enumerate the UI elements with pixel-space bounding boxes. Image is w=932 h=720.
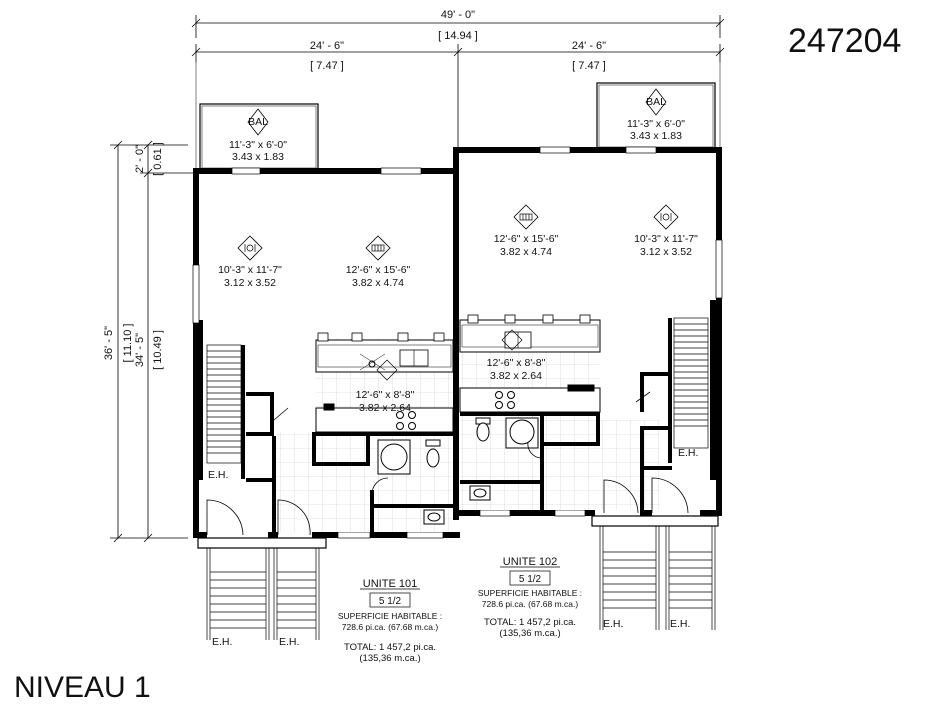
left-dimensions bbox=[110, 140, 195, 543]
unit-102-area-value: 728.6 pi.ca. (67.68 m.ca.) bbox=[482, 599, 579, 609]
unit-102-name: UNITE 102 bbox=[503, 556, 557, 568]
left-half-width-metric: [ 7.47 ] bbox=[310, 60, 344, 72]
balcony-tag-icon bbox=[247, 88, 667, 136]
left-bathroom-fixtures bbox=[377, 439, 445, 525]
main-depth-metric: [ 10.49 ] bbox=[152, 330, 164, 370]
right-dining-size-metric: 3.82 x 4.74 bbox=[500, 246, 552, 258]
unit-101-area-label: SUPERFICIE HABITABLE : bbox=[338, 611, 442, 621]
unit-102-type: 5 1/2 bbox=[519, 574, 542, 585]
unit-101-area-value: 728.6 pi.ca. (67.68 m.ca.) bbox=[342, 622, 439, 632]
interior-walls-left bbox=[199, 320, 458, 536]
water-heater-label: E.H. bbox=[678, 447, 698, 459]
left-kitchen-island bbox=[315, 339, 454, 373]
left-kitchen-size: 12'-6" x 8'-8" bbox=[356, 389, 415, 401]
room-icon-glyphs bbox=[244, 213, 672, 381]
right-balcony-size-metric: 3.43 x 1.83 bbox=[630, 130, 682, 142]
right-balcony-size: 11'-3" x 6'-0" bbox=[627, 118, 685, 130]
right-living-size-metric: 3.12 x 3.52 bbox=[640, 246, 692, 258]
left-balcony-tag: BAL bbox=[248, 116, 268, 128]
balcony-depth-metric: [ 0.61 ] bbox=[152, 142, 164, 176]
interior-walls-right bbox=[460, 300, 716, 515]
water-heater-label: E.H. bbox=[212, 636, 232, 648]
left-half-width-dim: 24' - 6" bbox=[310, 40, 344, 52]
right-bathroom-fixtures bbox=[469, 417, 539, 501]
level-title: NIVEAU 1 bbox=[14, 671, 151, 704]
right-kitchen-size-metric: 3.82 x 2.64 bbox=[490, 370, 542, 382]
main-depth-dim: 34' - 5" bbox=[134, 333, 146, 367]
overall-width-dim: 49' - 0" bbox=[441, 9, 475, 21]
overall-depth-metric: [ 11.10 ] bbox=[122, 324, 134, 363]
right-dining-size: 12'-6" x 15'-6" bbox=[494, 233, 559, 245]
water-heater-label: E.H. bbox=[208, 469, 228, 481]
overall-width-metric: [ 14.94 ] bbox=[438, 30, 478, 42]
left-balcony-size-metric: 3.43 x 1.83 bbox=[232, 151, 284, 163]
unit-101-total: TOTAL: 1 457,2 pi.ca. bbox=[344, 642, 436, 653]
left-interior-stair bbox=[206, 344, 242, 464]
right-interior-stair bbox=[673, 317, 709, 449]
right-half-width-dim: 24' - 6" bbox=[572, 40, 606, 52]
overall-depth-dim: 36' - 5" bbox=[103, 326, 115, 360]
left-kitchen-counter bbox=[315, 403, 454, 433]
left-living-size: 10'-3" x 11'-7" bbox=[218, 264, 282, 276]
left-dining-size: 12'-6" x 15'-6" bbox=[346, 264, 411, 276]
unit-102-area-label: SUPERFICIE HABITABLE : bbox=[478, 588, 582, 598]
left-living-size-metric: 3.12 x 3.52 bbox=[224, 277, 276, 289]
right-living-size: 10'-3" x 11'-7" bbox=[634, 233, 698, 245]
left-balcony-size: 11'-3" x 6'-0" bbox=[229, 139, 287, 151]
unit-102-block: UNITE 102 5 1/2 SUPERFICIE HABITABLE : 7… bbox=[478, 556, 582, 639]
balcony-depth-dim: 2' - 0" bbox=[134, 145, 146, 173]
top-dimensions bbox=[191, 15, 725, 175]
exterior-stairs bbox=[197, 515, 719, 640]
right-balcony-tag: BAL bbox=[646, 96, 666, 108]
right-kitchen-counter bbox=[459, 384, 601, 413]
water-heater-label: E.H. bbox=[603, 618, 623, 630]
unit-101-total-metric: (135,36 m.ca.) bbox=[359, 653, 420, 664]
right-bar-stools bbox=[467, 314, 591, 324]
right-half-width-metric: [ 7.47 ] bbox=[572, 60, 606, 72]
unit-101-block: UNITE 101 5 1/2 SUPERFICIE HABITABLE : 7… bbox=[338, 578, 442, 664]
left-kitchen-size-metric: 3.82 x 2.64 bbox=[359, 402, 411, 414]
right-kitchen-size: 12'-6" x 8'-8" bbox=[487, 357, 546, 369]
left-dining-size-metric: 3.82 x 4.74 bbox=[352, 277, 404, 289]
doors bbox=[206, 391, 689, 536]
left-bar-stools bbox=[317, 332, 445, 342]
unit-102-total: TOTAL: 1 457,2 pi.ca. bbox=[484, 617, 576, 628]
project-number: 247204 bbox=[788, 22, 901, 60]
unit-101-name: UNITE 101 bbox=[363, 578, 417, 590]
unit-102-total-metric: (135,36 m.ca.) bbox=[499, 628, 560, 639]
right-kitchen-island bbox=[459, 319, 601, 353]
unit-101-type: 5 1/2 bbox=[379, 596, 402, 607]
exterior-walls bbox=[193, 147, 722, 538]
water-heater-label: E.H. bbox=[670, 618, 690, 630]
water-heater-label: E.H. bbox=[279, 636, 299, 648]
